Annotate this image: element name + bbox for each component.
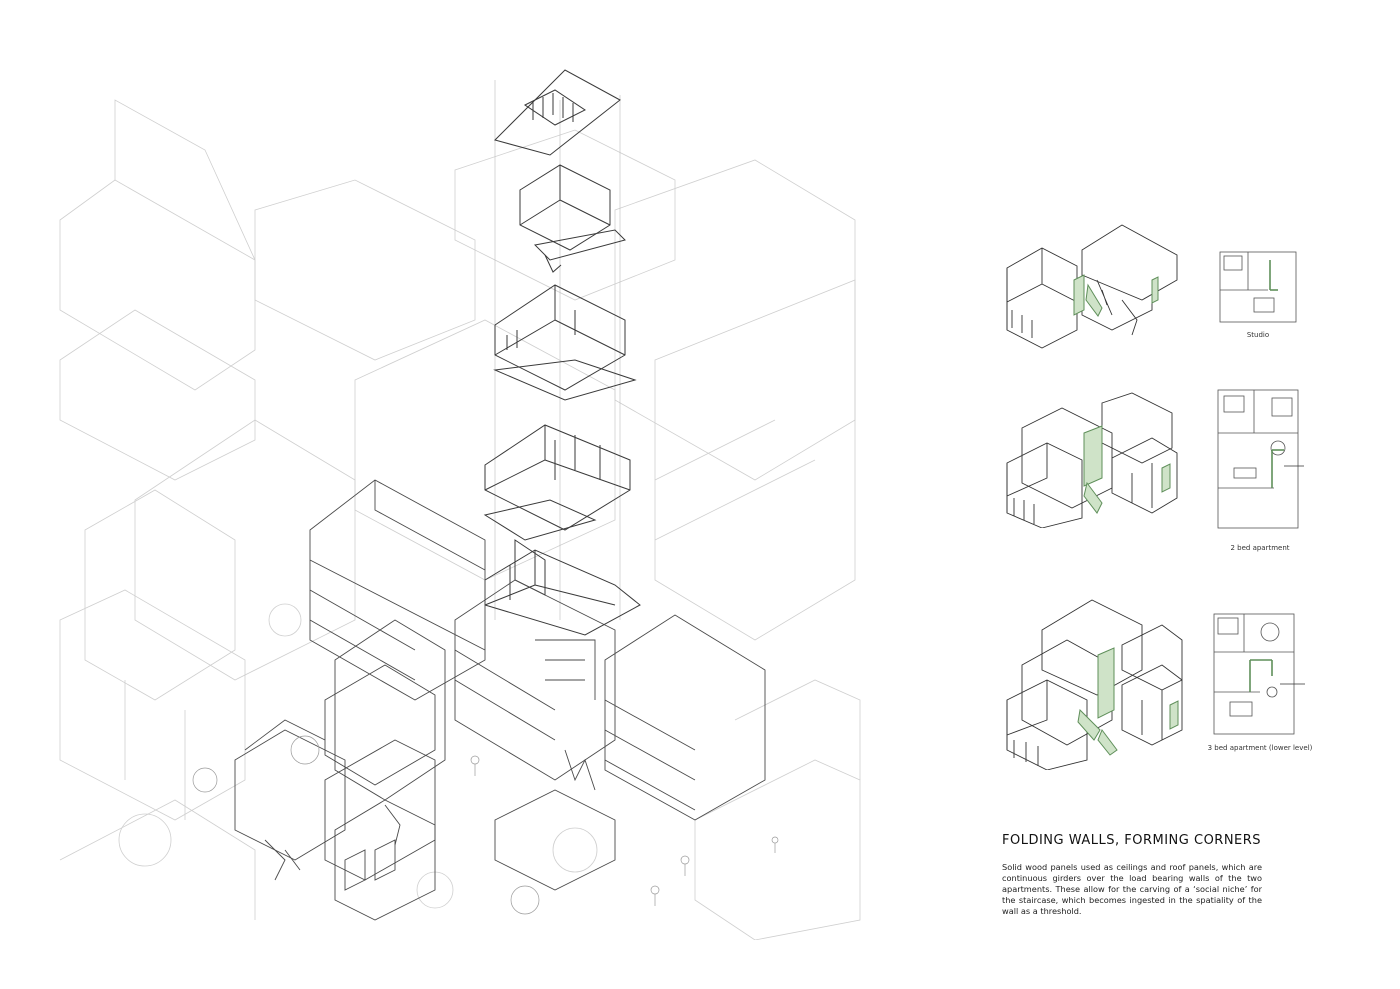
section-title: FOLDING WALLS, FORMING CORNERS	[1002, 833, 1262, 848]
section-description: Solid wood panels used as ceilings and r…	[1002, 862, 1262, 916]
context-buildings	[59, 99, 861, 940]
studio-caption: Studio	[1246, 331, 1270, 339]
studio-axo-svg	[1006, 224, 1178, 349]
exploded-stack	[483, 69, 641, 636]
two-bed-plan-svg	[1217, 389, 1304, 529]
building-cluster	[234, 479, 766, 921]
studio-plan-svg	[1219, 251, 1297, 323]
three-bed-axo-svg	[1006, 599, 1183, 770]
two-bed-axo-svg	[1006, 392, 1178, 528]
two-bed-caption: 2 bed apartment	[1230, 544, 1290, 552]
exploded-axonometric-drawing	[55, 60, 865, 940]
three-bed-plan	[1210, 612, 1305, 737]
axonometric-svg	[59, 69, 861, 940]
two-bed-axonometric	[1002, 388, 1192, 528]
studio-axonometric	[1002, 220, 1192, 350]
two-bed-plan	[1214, 388, 1304, 533]
studio-plan	[1218, 250, 1298, 325]
three-bed-caption: 3 bed apartment (lower level)	[1207, 744, 1313, 752]
site-details	[192, 735, 779, 915]
three-bed-plan-svg	[1213, 613, 1305, 735]
three-bed-axonometric	[1002, 590, 1192, 770]
